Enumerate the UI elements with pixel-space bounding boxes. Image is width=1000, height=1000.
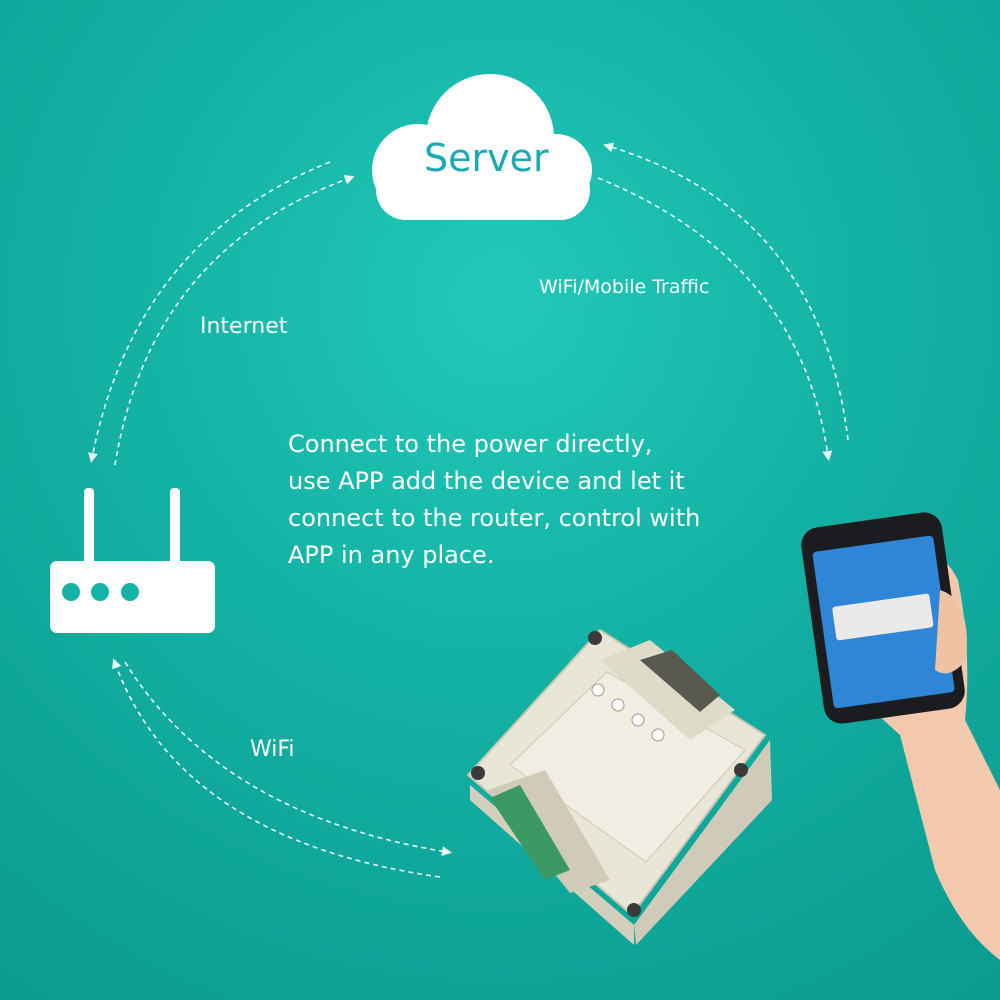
- description-line: Connect to the power directly,: [288, 430, 653, 458]
- description-line: connect to the router, control with: [288, 504, 701, 532]
- arrow-router-to-switch: [124, 661, 452, 857]
- internet-label: Internet: [200, 314, 288, 339]
- arrow-internet-to-server: [114, 174, 355, 466]
- description-line: APP in any place.: [288, 541, 495, 569]
- description-line: use APP add the device and let it: [288, 467, 685, 495]
- description-text: Connect to the power directly, use APP a…: [288, 426, 728, 574]
- arrow-server-to-phone: [597, 177, 833, 461]
- server-label: Server: [424, 136, 549, 180]
- arrow-switch-to-router: [112, 658, 441, 878]
- wifi-mobile-traffic-label: WiFi/Mobile Traffic: [539, 276, 710, 298]
- wifi-label: WiFi: [250, 737, 295, 762]
- arrow-server-to-router: [88, 161, 331, 463]
